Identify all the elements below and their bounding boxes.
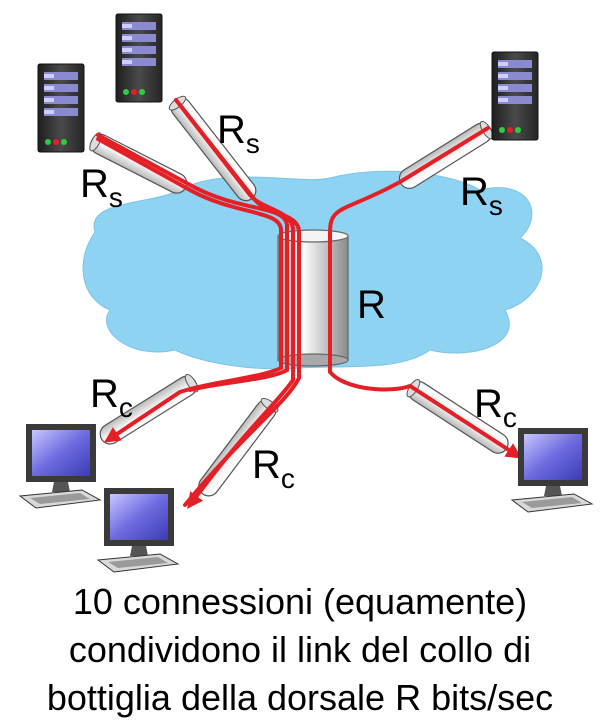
caption-line: bottiglia della dorsale R bits/sec: [46, 677, 554, 718]
server-link-label: Rs: [460, 170, 503, 221]
flow-line: [178, 103, 301, 507]
caption-line: condividono il link del collo di: [68, 629, 532, 670]
bottleneck-network-diagram: Rs Rs Rs R Rc Rc Rc: [19, 13, 593, 573]
caption-line: 10 connessioni (equamente): [72, 581, 528, 622]
diagram-caption: 10 connessioni (equamente) condividono i…: [0, 578, 600, 722]
server-link-label: Rs: [80, 162, 123, 213]
flow-line: [328, 126, 523, 459]
computer-icon: [97, 487, 179, 573]
server-link-label: Rs: [217, 108, 260, 159]
backbone-link-label: R: [357, 283, 386, 327]
backbone-link-cylinder: [277, 229, 349, 367]
server-icon: [115, 13, 163, 103]
server-icon: [37, 63, 85, 153]
computer-icon: [19, 423, 101, 509]
client-link-label: Rc: [474, 382, 517, 433]
client-link-label: Rc: [252, 443, 295, 494]
client-link-label: Rc: [90, 372, 133, 423]
computer-icon: [511, 427, 593, 513]
flow-line: [96, 137, 283, 443]
server-icon: [491, 51, 539, 141]
